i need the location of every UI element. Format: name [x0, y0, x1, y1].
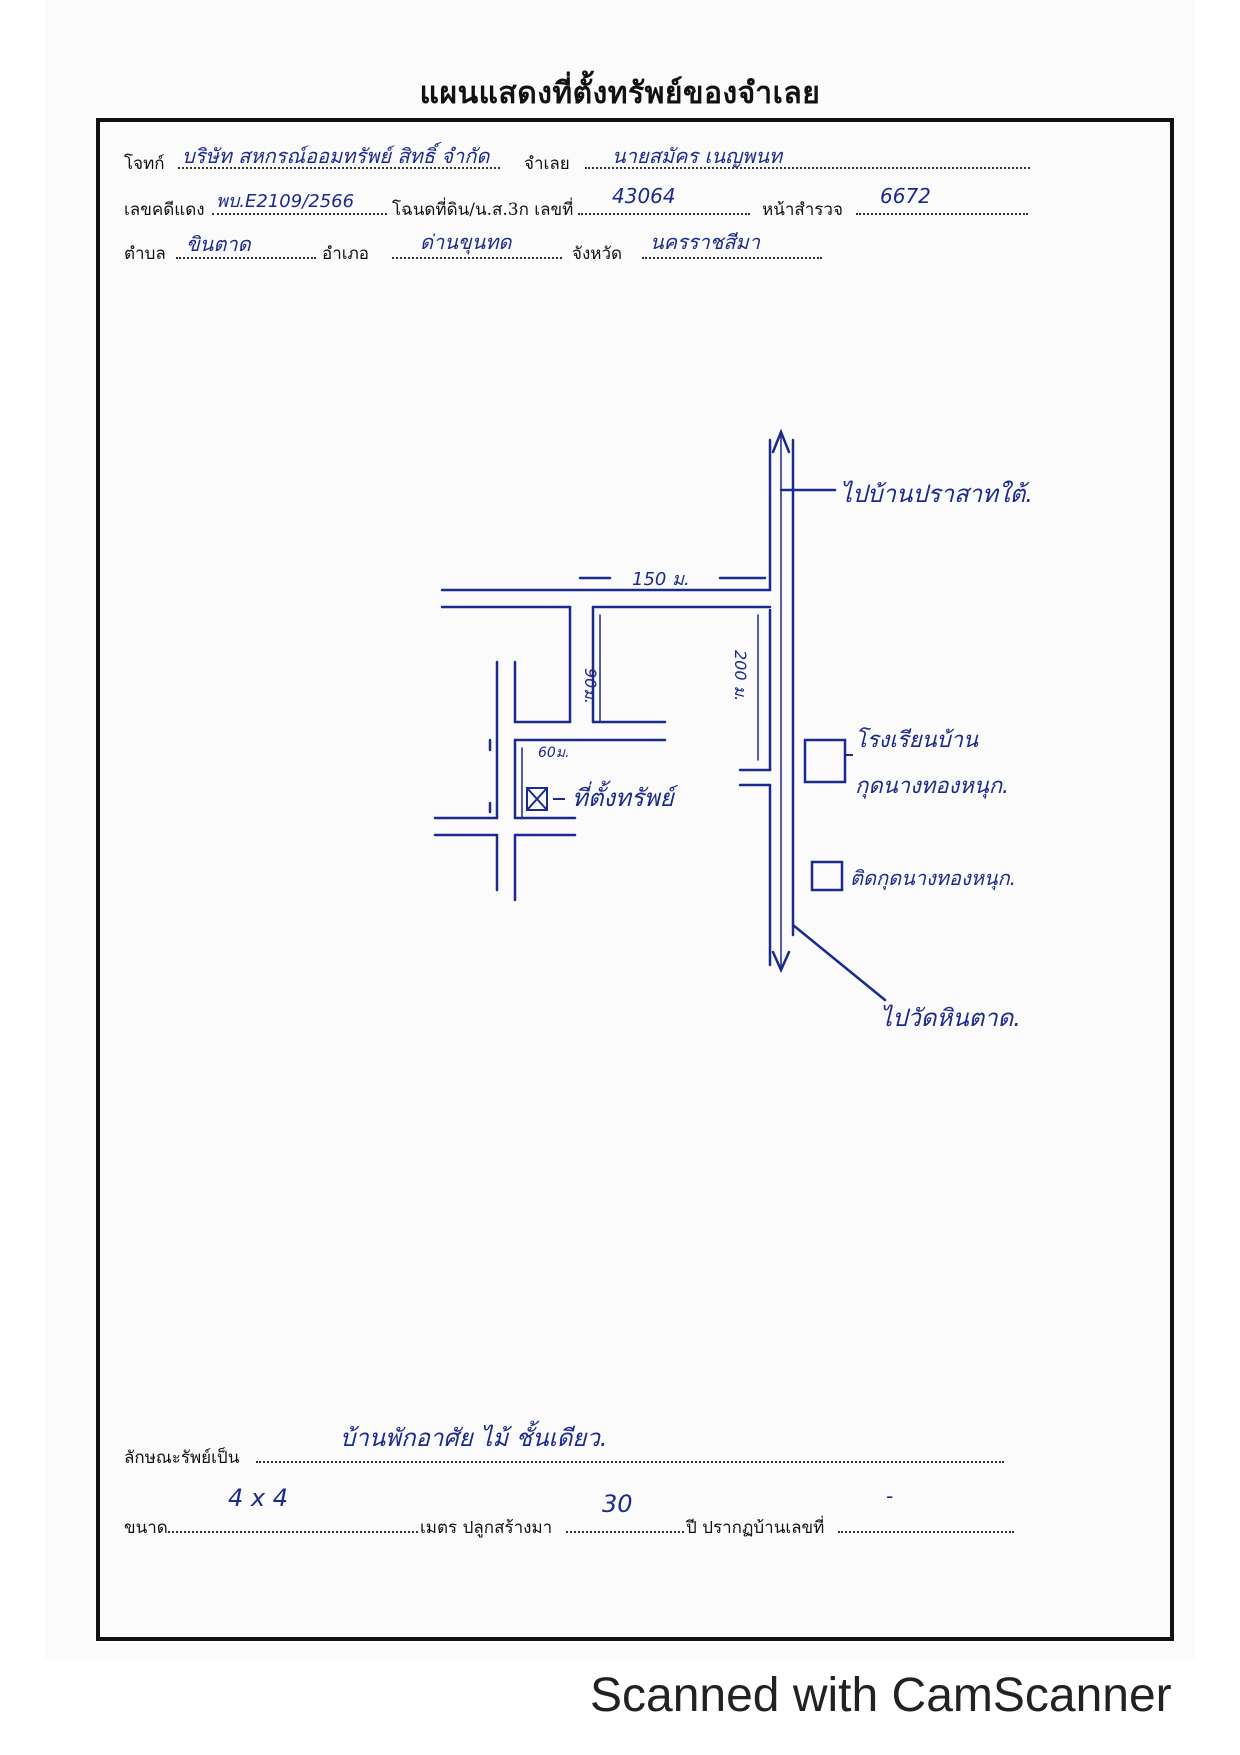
- road-south-label: ไปวัดหินตาด.: [880, 1004, 1021, 1032]
- case-value: พบ.E2109/2566: [216, 191, 355, 212]
- deed-dots: [578, 213, 750, 215]
- case-label: เลขคดีแดง: [124, 200, 205, 220]
- north-arrow: [771, 428, 791, 454]
- distance-60-label: 60ม.: [538, 745, 570, 761]
- survey-label: หน้าสำรวจ: [762, 200, 843, 220]
- subdistrict-dots: [176, 257, 316, 259]
- house-number-dots: [838, 1531, 1014, 1533]
- district-dots: [392, 257, 562, 259]
- province-value: นครราชสีมา: [650, 230, 760, 254]
- meters-built-label: เมตร ปลูกสร้างมา: [420, 1518, 553, 1538]
- distance-150-label: 150 ม.: [632, 569, 690, 590]
- document-title: แผนแสดงที่ตั้งทรัพย์ของจำเลย: [419, 76, 821, 111]
- deed-label: โฉนดที่ดิน/น.ส.3ก เลขที่: [392, 200, 574, 220]
- district-value: ด่านขุนทด: [420, 230, 512, 254]
- pond-landmark-icon: [810, 860, 844, 892]
- years-value: 30: [602, 1490, 633, 1518]
- district-label: อำเภอ: [322, 244, 369, 264]
- form-frame: [96, 118, 1174, 1641]
- landmark-school-line1: โรงเรียนบ้าน: [855, 728, 978, 753]
- subdistrict-value: ขินตาด: [186, 232, 251, 256]
- south-leader: [791, 923, 887, 1002]
- asset-type-label: ลักษณะรัพย์เป็น: [124, 1448, 240, 1468]
- school-landmark-icon: [803, 738, 847, 784]
- deed-value: 43064: [612, 184, 676, 208]
- camscanner-watermark: Scanned with CamScanner: [590, 1669, 1172, 1722]
- case-dots: [212, 213, 387, 215]
- size-value: 4 x 4: [228, 1484, 288, 1512]
- size-label: ขนาด: [124, 1518, 168, 1538]
- asset-type-dots: [256, 1461, 1004, 1463]
- property-marker-icon: [526, 787, 565, 811]
- plaintiff-dots: [178, 167, 500, 169]
- landmark-pond-label: ติดกุดนางทองหนุก.: [850, 866, 1017, 890]
- years-house-label: ปี ปรากฏบ้านเลขที่: [686, 1518, 825, 1538]
- subdistrict-label: ตำบล: [124, 244, 166, 264]
- defendant-label: จำเลย: [524, 154, 570, 174]
- south-arrow: [771, 950, 791, 974]
- house-number-value: -: [886, 1484, 894, 1508]
- defendant-value: นายสมัคร เนญพนท: [612, 144, 783, 168]
- road-north-label: ไปบ้านปราสาทใต้.: [840, 480, 1033, 508]
- scanned-page: [45, 0, 1195, 1660]
- size-dots: [168, 1531, 418, 1533]
- distance-90-label: 90ม.: [581, 668, 600, 704]
- plaintiff-label: โจทก์: [124, 154, 165, 174]
- years-dots: [566, 1531, 684, 1533]
- survey-dots: [856, 213, 1028, 215]
- asset-type-value: บ้านพักอาศัย ไม้ ชั้นเดียว.: [340, 1424, 608, 1452]
- defendant-dots: [585, 167, 1030, 169]
- plaintiff-value: บริษัท สหกรณ์ออมทรัพย์ สิทธิ์ จำกัด: [182, 144, 490, 168]
- province-label: จังหวัด: [572, 244, 623, 264]
- survey-value: 6672: [880, 184, 931, 208]
- province-dots: [642, 257, 822, 259]
- distance-200-label: 200 ม.: [731, 650, 750, 702]
- landmark-school-line2: กุดนางทองหนุก.: [855, 774, 1010, 799]
- property-label: ที่ตั้งทรัพย์: [572, 784, 674, 812]
